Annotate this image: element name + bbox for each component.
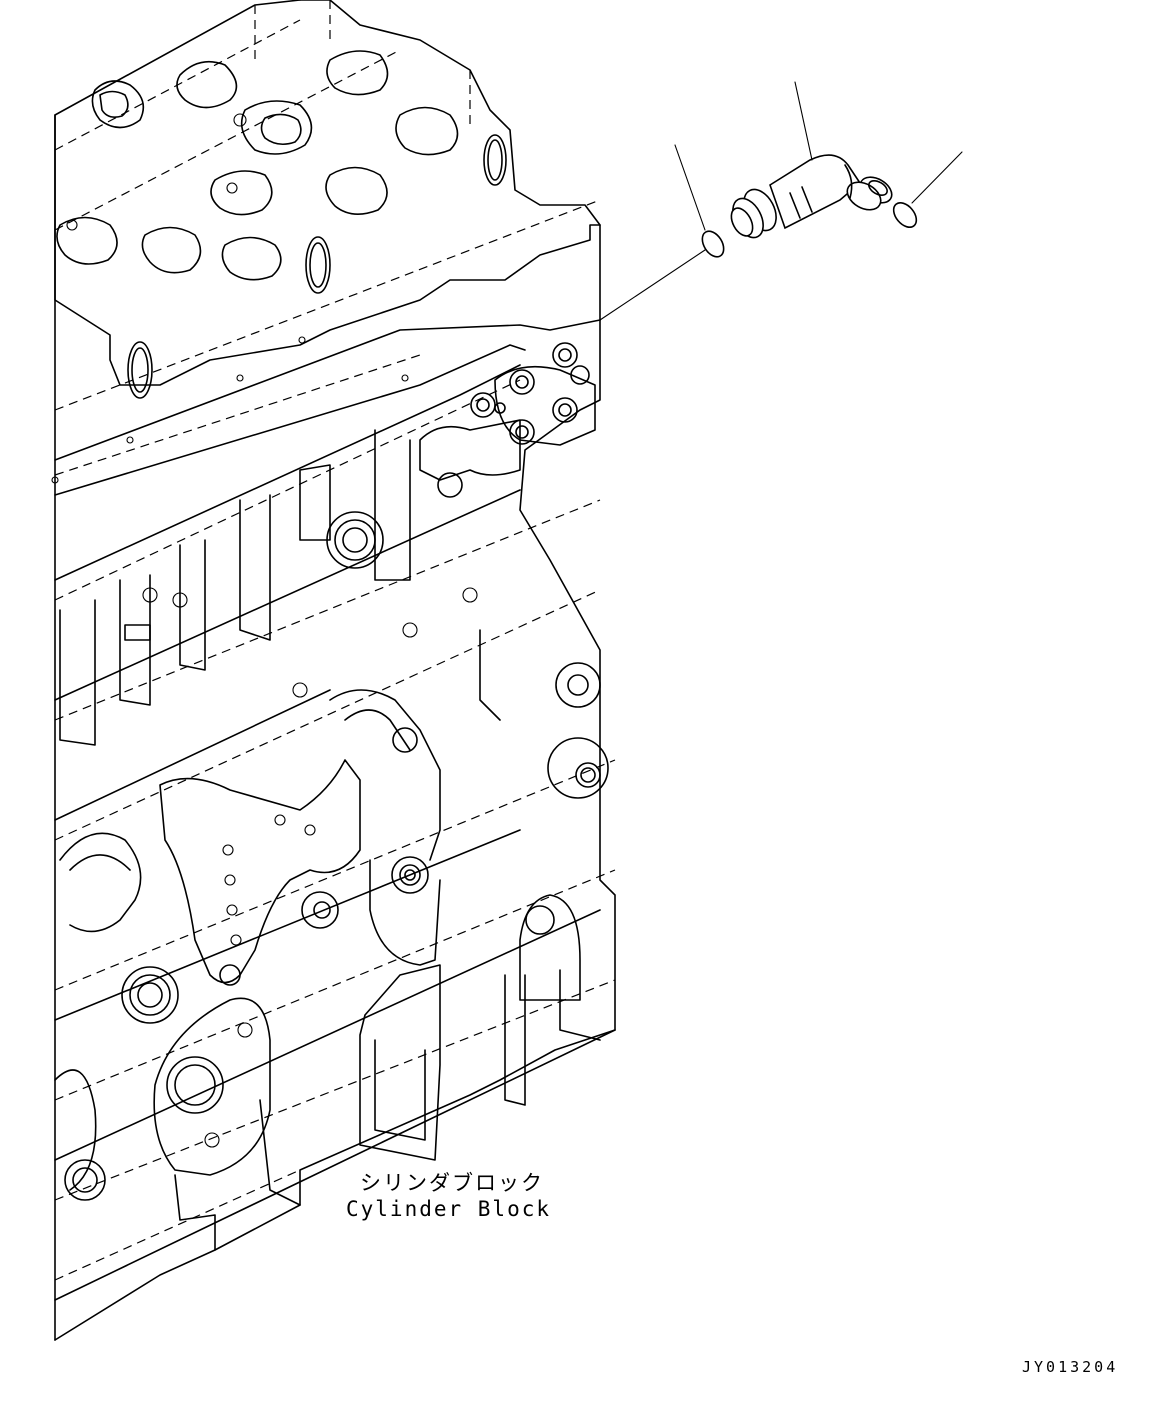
- o-ring-icon: [701, 230, 725, 258]
- bracket-assembly: [124, 342, 596, 986]
- assembly-line: [599, 249, 706, 321]
- block-label-jp: シリンダブロック: [360, 1171, 544, 1195]
- block-label-en: Cylinder Block: [346, 1197, 551, 1221]
- leader-line: [911, 151, 963, 204]
- cylinder-head: [51, 0, 601, 484]
- drawing-code: JY013204: [1022, 1358, 1118, 1376]
- head-deck: [54, 319, 601, 746]
- cylinder-block: [54, 114, 616, 1341]
- leader-line: [674, 144, 706, 231]
- o-ring-icon: [892, 202, 918, 228]
- elbow-fitting-icon: [730, 154, 893, 239]
- leader-line: [794, 81, 813, 161]
- exploded-parts: [599, 81, 963, 321]
